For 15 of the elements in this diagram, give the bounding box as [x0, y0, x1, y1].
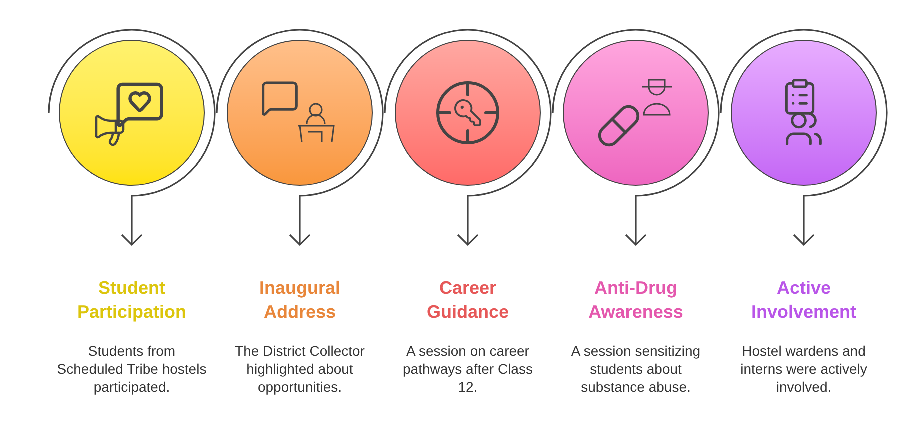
step-title: Active Involvement [750, 277, 858, 324]
step-title: Inaugural Address [258, 277, 342, 324]
curved-arrow [384, 29, 552, 246]
step-title: Anti-Drug Awareness [588, 277, 684, 324]
curved-arrow [552, 29, 720, 246]
curved-arrow [216, 29, 384, 246]
step-description: The District Collector highlighted about opportunities. [234, 342, 366, 396]
curved-arrow [720, 29, 888, 246]
step-description: A session sensitizing students about substance abuse. [570, 342, 702, 396]
curved-arrow [48, 29, 216, 246]
step-title: Career Guidance [426, 277, 510, 324]
step-description: A session on career pathways after Class 12. [402, 342, 534, 396]
step-description: Hostel wardens and interns were actively involved. [740, 342, 868, 396]
step-description: Students from Scheduled Tribe hostels participated. [57, 342, 207, 396]
step-title: Student Participation [76, 277, 188, 324]
